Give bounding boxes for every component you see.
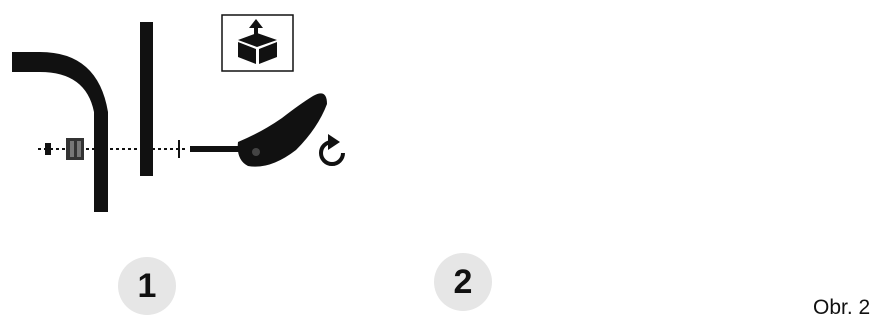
step1-nut-large [66,138,84,160]
step1-nut-small [45,143,51,155]
rotate-clockwise-icon [321,134,343,164]
step1-vertical-bar [140,22,153,176]
figure-caption: Obr. 2 [813,296,870,320]
step1-clamp-lever [190,93,327,166]
step1-handle-bracket [12,52,108,212]
step-2-badge: 2 [434,253,492,311]
step-1-badge: 1 [118,257,176,315]
unbox-icon [222,15,293,71]
